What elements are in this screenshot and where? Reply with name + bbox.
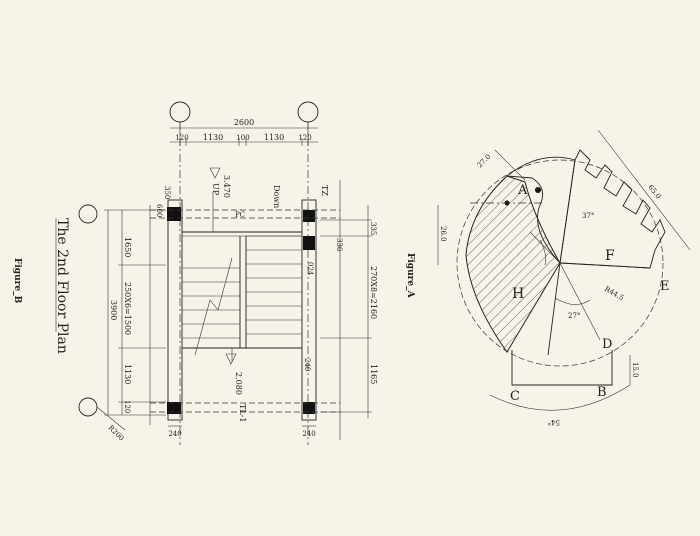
plan-title: The 2nd Floor Plan xyxy=(54,218,70,354)
dim-240-c: 240 xyxy=(302,430,315,438)
dim-1650: 1650 xyxy=(123,237,132,257)
dim-120-right: 120 xyxy=(298,134,311,142)
point-e: E xyxy=(660,279,670,294)
level-upper: 3.470 xyxy=(222,175,231,198)
dim-120-left: 120 xyxy=(175,134,188,142)
dim-65: 65.0 xyxy=(646,183,662,200)
dim-total-width: 2600 xyxy=(234,118,254,127)
point-f: F xyxy=(605,248,615,264)
caption-a: Figure_A xyxy=(405,253,415,299)
axis-bubble-left-bottom xyxy=(78,397,98,417)
axis-bubble-top-left xyxy=(169,101,191,123)
column-top-left xyxy=(167,207,181,221)
column-top-right xyxy=(303,210,315,222)
point-h: H xyxy=(512,286,524,302)
dim-336: 336 xyxy=(335,238,343,252)
dim-024: 024 xyxy=(306,262,314,276)
point-a: A xyxy=(517,183,528,198)
label-up: UP xyxy=(211,183,220,196)
label-down: Down xyxy=(272,185,281,208)
point-b: B xyxy=(597,385,607,400)
label-tl: TL-1 xyxy=(238,404,247,422)
hatched-region xyxy=(465,175,561,353)
dim-100: 100 xyxy=(236,134,249,142)
dim-350: 350 xyxy=(163,186,171,199)
dim-stairs: 250X6=1500 xyxy=(123,282,132,335)
column-mid-right xyxy=(303,236,315,250)
label-tz: TZ xyxy=(320,185,329,196)
column-bottom-left xyxy=(167,402,181,414)
angle-37: 37° xyxy=(582,212,594,220)
axis-bubble-left-top xyxy=(78,204,98,224)
pitch-circle xyxy=(456,159,664,367)
part-drawing: A H F E D B C 27.0 65.0 26.0 R44.5 37° 2… xyxy=(405,129,691,426)
dim-1165: 1165 xyxy=(369,364,378,384)
dim-1130: 1130 xyxy=(123,364,132,384)
dim-240-b: 240 xyxy=(168,430,181,438)
angle-27: 27° xyxy=(568,312,580,320)
dim-1130-left: 1130 xyxy=(203,133,223,142)
angle-54: 54° xyxy=(548,418,560,426)
column-bottom-right xyxy=(303,402,315,414)
dim-steps-right: 270X8=2160 xyxy=(369,266,378,319)
dim-3900: 3900 xyxy=(109,300,118,320)
dim-1130-right: 1130 xyxy=(264,133,284,142)
dim-335: 335 xyxy=(369,222,377,235)
point-c: C xyxy=(510,389,520,404)
dim-120-bottom: 120 xyxy=(123,400,131,413)
floor-plan: 2600 120 1130 100 1130 120 xyxy=(12,101,378,445)
dim-r44: R44.5 xyxy=(603,285,625,302)
dim-27: 27.0 xyxy=(476,153,493,170)
dim-15: 15.0 xyxy=(631,362,639,378)
caption-b: Figure_B xyxy=(12,258,22,304)
axis-bubble-top-right xyxy=(297,101,319,123)
dim-radius: R200 xyxy=(107,424,126,443)
point-d: D xyxy=(602,337,612,352)
level-lower: 2.080 xyxy=(234,372,243,395)
dim-600: 600 xyxy=(155,204,163,217)
dim-26: 26.0 xyxy=(439,226,447,242)
dim-240-a: 240 xyxy=(303,358,311,371)
gear-teeth xyxy=(559,149,666,269)
label-pc: PC xyxy=(235,211,245,219)
